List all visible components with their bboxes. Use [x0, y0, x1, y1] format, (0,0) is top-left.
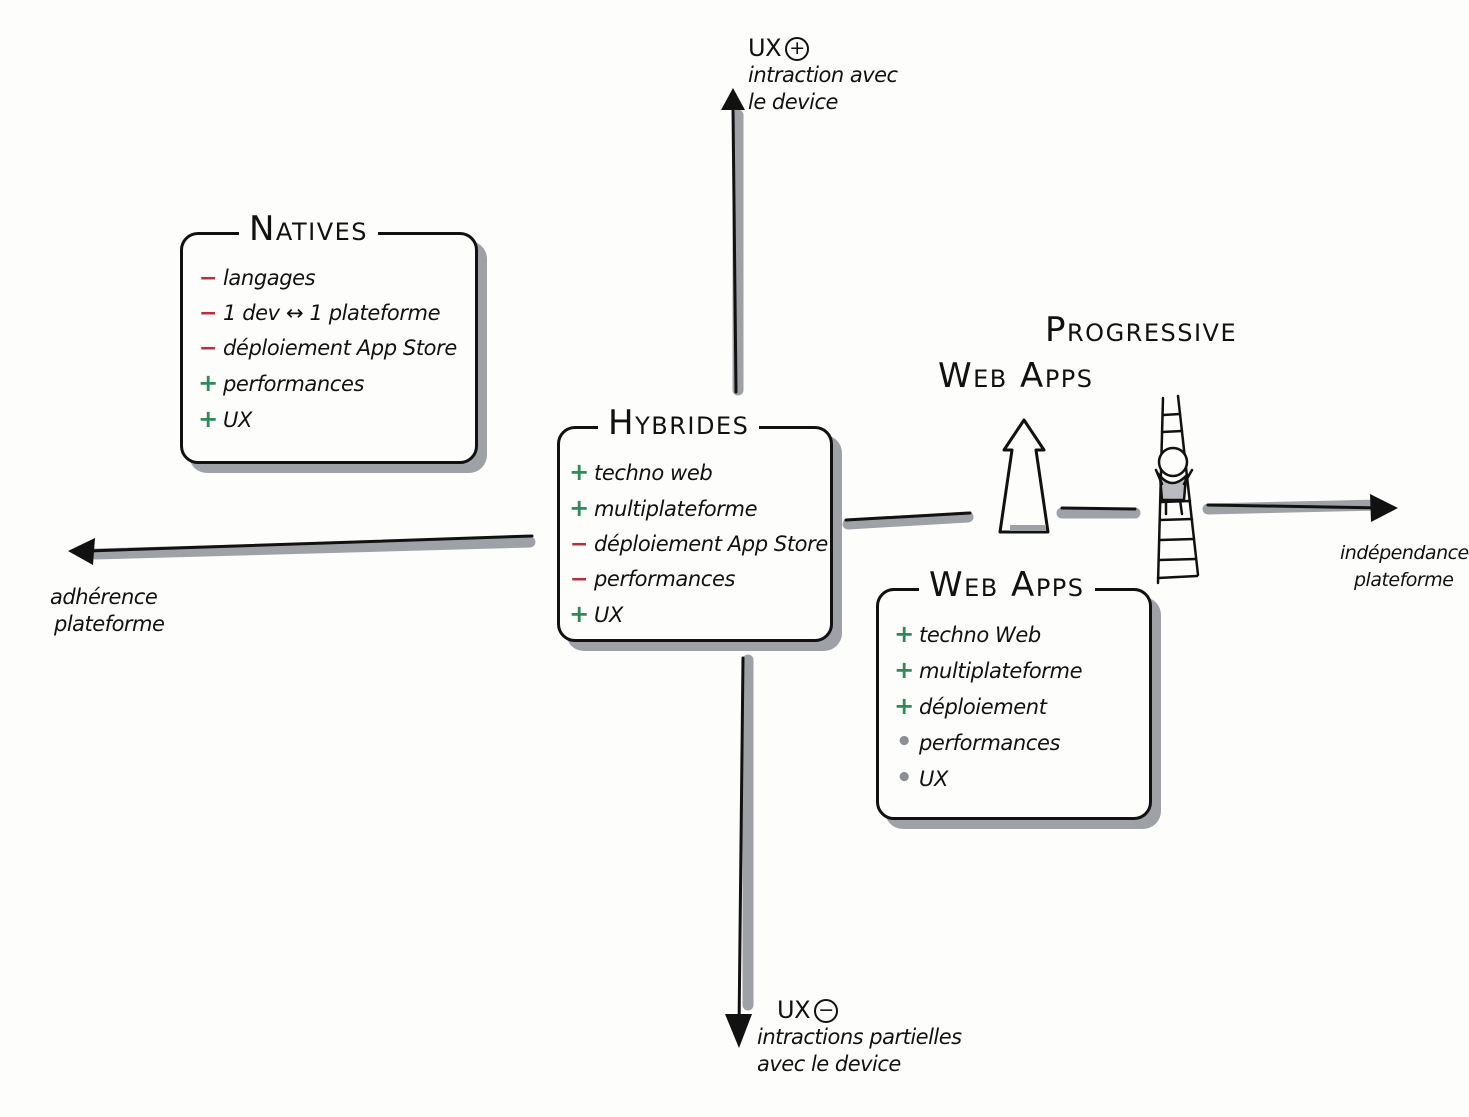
pwa-title-line1: Progressive — [1045, 310, 1238, 350]
plus-icon: + — [198, 405, 218, 433]
list-item: −déploiement App Store — [197, 331, 457, 366]
webapps-item-text: performances — [919, 731, 1061, 755]
list-item: −déploiement App Store — [568, 527, 828, 562]
axis-label-top: UX+ intraction avec le device — [748, 35, 898, 116]
list-item: −performances — [568, 562, 828, 597]
hybrides-item-text: multiplateforme — [594, 497, 758, 521]
axis-label-left: adhérence plateforme — [50, 584, 165, 638]
list-item: +déploiement — [893, 689, 1082, 725]
list-item: •performances — [893, 725, 1082, 761]
minus-circle-icon: − — [814, 999, 839, 1023]
list-item: +techno Web — [893, 617, 1082, 653]
dot-icon: • — [895, 727, 913, 757]
plus-icon: + — [569, 494, 589, 522]
webapps-item-text: déploiement — [919, 695, 1047, 719]
dot-icon: • — [895, 763, 913, 793]
list-item: +techno web — [568, 455, 828, 491]
axis-bottom-line3: avec le device — [757, 1052, 901, 1076]
webapps-item-text: techno Web — [919, 623, 1041, 647]
hybrides-item-text: techno web — [594, 461, 713, 485]
axis-ink — [86, 106, 1387, 1032]
natives-item-text: déploiement App Store — [223, 336, 457, 360]
natives-item-text: 1 dev ↔ 1 plateforme — [223, 301, 441, 325]
natives-title: Natives — [239, 209, 379, 249]
webapps-item-text: UX — [919, 767, 948, 791]
axis-label-bottom: UX− intractions partielles avec le devic… — [757, 997, 962, 1078]
natives-box: Natives −langages −1 dev ↔ 1 plateforme … — [180, 209, 478, 464]
arrow-up-icon — [721, 88, 745, 110]
plus-icon: + — [569, 600, 589, 628]
natives-item-text: langages — [223, 266, 316, 290]
hybrides-box: Hybrides +techno web +multiplateforme −d… — [557, 403, 833, 642]
axis-label-right: indépendance plateforme — [1340, 540, 1469, 594]
list-item: +performances — [197, 366, 457, 402]
minus-icon: − — [198, 266, 218, 291]
plus-icon: + — [894, 620, 914, 648]
hybrides-item-text: performances — [594, 567, 736, 591]
progression-arrow-icon — [998, 418, 1050, 534]
natives-item-text: UX — [223, 408, 252, 432]
webapps-title: Web Apps — [919, 565, 1095, 605]
webapps-list: +techno Web +multiplateforme +déploiemen… — [893, 617, 1082, 797]
plus-icon: + — [894, 692, 914, 720]
minus-icon: − — [569, 567, 589, 592]
plus-icon: + — [198, 369, 218, 397]
hybrides-item-text: UX — [594, 603, 623, 627]
pwa-title-line2: Web Apps — [938, 356, 1094, 396]
axis-left-line2: plateforme — [54, 612, 165, 636]
plus-icon: + — [569, 458, 589, 486]
list-item: +UX — [568, 597, 828, 633]
axis-arrowheads — [68, 88, 1398, 1048]
axis-bottom-line2: intractions partielles — [757, 1025, 962, 1049]
axis-right-line2: plateforme — [1354, 569, 1454, 591]
hybrides-list: +techno web +multiplateforme −déploiemen… — [568, 455, 828, 633]
list-item: +multiplateforme — [893, 653, 1082, 689]
arrow-down-icon — [725, 1014, 752, 1048]
list-item: −langages — [197, 261, 457, 296]
axis-right-line1: indépendance — [1340, 542, 1469, 564]
plus-icon: + — [894, 656, 914, 684]
list-item: −1 dev ↔ 1 plateforme — [197, 296, 457, 331]
axis-top-line2: intraction avec — [748, 63, 898, 87]
climber-icon — [1154, 446, 1194, 516]
axis-top-ux: UX — [748, 34, 782, 62]
axis-top-line3: le device — [748, 90, 838, 114]
minus-icon: − — [198, 301, 218, 326]
axis-left-line1: adhérence — [50, 585, 158, 609]
arrow-right-icon — [1370, 494, 1398, 522]
list-item: +UX — [197, 402, 457, 438]
list-item: •UX — [893, 761, 1082, 797]
natives-item-text: performances — [223, 372, 365, 396]
arrow-left-icon — [68, 538, 95, 565]
minus-icon: − — [569, 532, 589, 557]
webapps-item-text: multiplateforme — [919, 659, 1083, 683]
hybrides-item-text: déploiement App Store — [594, 532, 828, 556]
webapps-box: Web Apps +techno Web +multiplateforme +d… — [876, 565, 1152, 820]
axis-bottom-ux: UX — [777, 996, 811, 1024]
natives-list: −langages −1 dev ↔ 1 plateforme −déploie… — [197, 261, 457, 438]
hybrides-title: Hybrides — [598, 403, 760, 443]
list-item: +multiplateforme — [568, 491, 828, 527]
minus-icon: − — [198, 336, 218, 361]
plus-circle-icon: + — [785, 37, 810, 61]
